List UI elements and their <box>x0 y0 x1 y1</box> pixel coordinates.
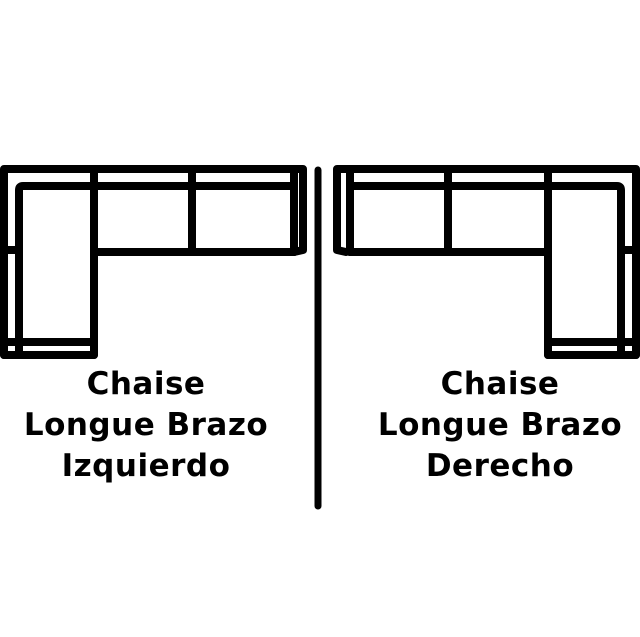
label-right-line-3: Derecho <box>425 448 575 484</box>
label-left-line-1: Chaise <box>86 366 206 402</box>
sofa-right-chaise-icon <box>333 165 640 359</box>
sofa-left-chaise-icon <box>0 165 307 359</box>
label-left-configuration: Chaise Longue Brazo Izquierdo <box>0 364 292 487</box>
label-right-line-2: Longue Brazo <box>377 407 623 443</box>
label-right-line-1: Chaise <box>440 366 560 402</box>
label-left-line-3: Izquierdo <box>61 448 231 484</box>
label-left-line-2: Longue Brazo <box>23 407 269 443</box>
label-right-configuration: Chaise Longue Brazo Derecho <box>350 364 640 487</box>
